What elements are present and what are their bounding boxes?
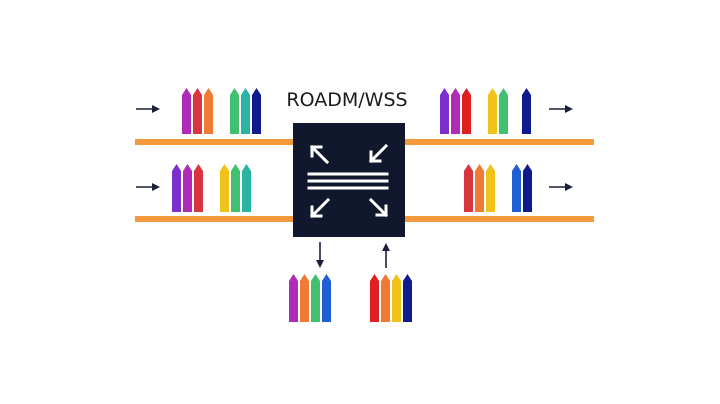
channel-red bbox=[462, 88, 471, 134]
diag-arrowhead-top-right-icon bbox=[369, 150, 382, 163]
channel-group-out-top-b bbox=[488, 88, 508, 134]
channel-green bbox=[231, 164, 240, 212]
channel-purple bbox=[172, 164, 181, 212]
diag-arrow-bottom-left-icon bbox=[309, 197, 331, 219]
channel-navy bbox=[403, 274, 412, 322]
channel-navy bbox=[522, 88, 531, 134]
diag-arrowhead-top-left-icon bbox=[310, 145, 323, 158]
channel-orange bbox=[381, 274, 390, 322]
diag-arrow-bottom-right-icon bbox=[368, 197, 389, 218]
channel-group-out-top-a bbox=[440, 88, 471, 134]
channel-green bbox=[499, 88, 508, 134]
fiber-line-top-right bbox=[403, 139, 594, 145]
channel-orange bbox=[204, 88, 213, 134]
channel-group-in-top-b bbox=[230, 88, 261, 134]
channel-crimson bbox=[464, 164, 473, 212]
channel-group-out-bottom-b bbox=[512, 164, 532, 212]
channel-magenta bbox=[183, 164, 192, 212]
channel-crimson bbox=[194, 164, 203, 212]
wavelength-channels bbox=[172, 88, 532, 322]
channel-red bbox=[370, 274, 379, 322]
input-arrowhead-bottom-icon bbox=[152, 183, 160, 191]
channel-navy bbox=[252, 88, 261, 134]
channel-green bbox=[230, 88, 239, 134]
channel-yellow bbox=[486, 164, 495, 212]
drop-arrowhead-icon bbox=[316, 260, 324, 268]
channel-orange bbox=[475, 164, 484, 212]
channel-blue bbox=[512, 164, 521, 212]
channel-crimson bbox=[193, 88, 202, 134]
channel-teal bbox=[242, 164, 251, 212]
fiber-line-bottom-left bbox=[135, 216, 295, 222]
diag-arrowhead-bottom-left-icon bbox=[310, 205, 323, 218]
channel-teal bbox=[241, 88, 250, 134]
channel-navy bbox=[523, 164, 532, 212]
channel-yellow bbox=[220, 164, 229, 212]
channel-group-drop bbox=[289, 274, 331, 322]
wss-switch-glyph bbox=[307, 143, 389, 219]
channel-magenta bbox=[182, 88, 191, 134]
channel-group-in-bottom-b bbox=[220, 164, 251, 212]
channel-magenta bbox=[451, 88, 460, 134]
diag-arrow-top-left-icon bbox=[309, 144, 330, 165]
channel-group-in-bottom-a bbox=[172, 164, 203, 212]
channel-magenta bbox=[289, 274, 298, 322]
input-arrowhead-top-icon bbox=[152, 105, 160, 113]
channel-yellow bbox=[488, 88, 497, 134]
channel-orange bbox=[300, 274, 309, 322]
channel-group-add bbox=[370, 274, 412, 322]
channel-group-in-top-a bbox=[182, 88, 213, 134]
add-arrowhead-icon bbox=[382, 243, 390, 251]
channel-green bbox=[311, 274, 320, 322]
channel-yellow bbox=[392, 274, 401, 322]
diagram-title: ROADM/WSS bbox=[286, 89, 407, 111]
output-arrowhead-bottom-icon bbox=[565, 183, 573, 191]
diag-arrowhead-bottom-right-icon bbox=[375, 204, 388, 217]
channel-group-out-top-c bbox=[522, 88, 531, 134]
channel-blue bbox=[322, 274, 331, 322]
fiber-line-bottom-right bbox=[403, 216, 594, 222]
channel-purple bbox=[440, 88, 449, 134]
diag-arrow-top-right-icon bbox=[368, 143, 389, 164]
channel-group-out-bottom-a bbox=[464, 164, 495, 212]
fiber-line-top-left bbox=[135, 139, 295, 145]
output-arrowhead-top-icon bbox=[565, 105, 573, 113]
